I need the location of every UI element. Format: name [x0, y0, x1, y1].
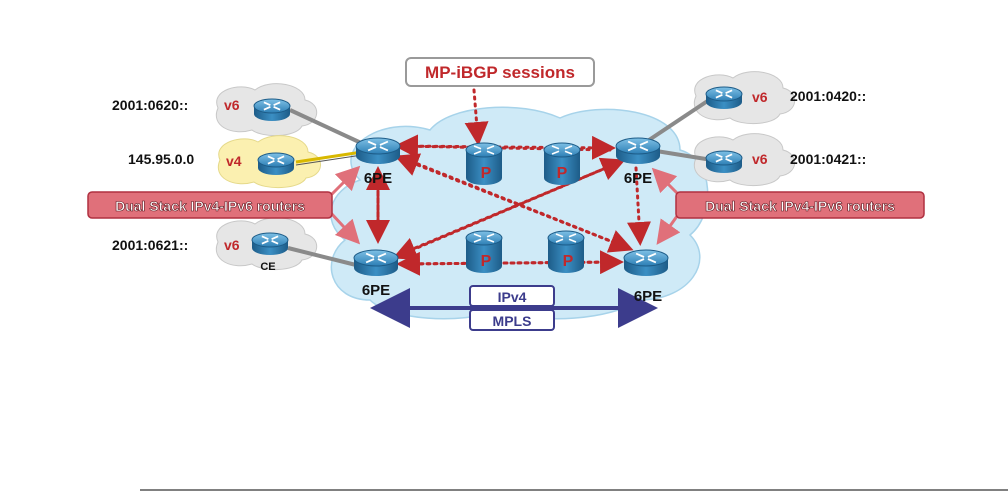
site-tag-left-top: v6 [224, 97, 240, 113]
dual-stack-arrow-left-bottom [328, 210, 361, 245]
ce-label: CE [260, 261, 275, 273]
site-cloud-right-top [693, 71, 796, 124]
site-tag-right-mid: v6 [752, 151, 768, 167]
site-tag-left-mid: v4 [226, 153, 242, 169]
site-tag-right-top: v6 [752, 89, 768, 105]
p-label-bottom-left: P [481, 253, 492, 270]
router-layer [251, 86, 743, 276]
pe-router-top-left [355, 137, 401, 164]
p-label-top-right: P [557, 165, 568, 182]
link-left-mid [295, 150, 363, 164]
p-label-bottom-right: P [563, 253, 574, 270]
p-router-top-right [543, 142, 581, 185]
mp-ibgp-sessions-label: MP-iBGP sessions [425, 63, 575, 82]
dual-stack-box-right [675, 191, 925, 219]
dual-stack-box-left [87, 191, 333, 219]
site-address-left-top: 2001:0620:: [112, 97, 188, 113]
ipv4-box [469, 285, 555, 307]
dual-stack-arrow-left-top [328, 165, 361, 198]
dual-stack-label-right: Dual Stack IPv4-IPv6 routers [705, 198, 895, 214]
ce-router-left-mid [257, 152, 295, 175]
dual-stack-arrow-right-top [651, 167, 682, 198]
site-address-right-top: 2001:0420:: [790, 88, 866, 104]
site-address-right-mid: 2001:0421:: [790, 151, 866, 167]
site-address-left-mid: 145.95.0.0 [128, 151, 194, 167]
p-router-bottom-left [465, 230, 503, 273]
link-right-top [644, 96, 714, 144]
pe-router-top-right [615, 137, 661, 164]
pe-label-bottom-right: 6PE [634, 288, 662, 305]
site-address-left-bottom: 2001:0621:: [112, 237, 188, 253]
mpls-box [469, 309, 555, 331]
dual-stack-label-left: Dual Stack IPv4-IPv6 routers [115, 198, 305, 214]
pe-router-bottom-left [353, 249, 399, 276]
mp-ibgp-sessions-box [405, 57, 595, 87]
p-label-top-left: P [481, 165, 492, 182]
pe-router-bottom-right [623, 249, 669, 276]
ce-router-right-mid [705, 150, 743, 173]
pe-label-bottom-left: 6PE [362, 282, 390, 299]
p-router-bottom-right [547, 230, 585, 273]
ce-router-left-top [253, 98, 291, 121]
link-left-mid-shadow [295, 154, 363, 166]
mpls-label: MPLS [493, 313, 532, 329]
ce-router-right-top [705, 86, 743, 109]
site-tag-left-bottom: v6 [224, 237, 240, 253]
p-router-top-left [465, 142, 503, 185]
link-right-mid [649, 148, 713, 162]
ce-router-left-bottom [251, 232, 289, 255]
pe-label-top-left: 6PE [364, 170, 392, 187]
link-left-bottom [287, 246, 361, 268]
link-left-top [289, 108, 373, 150]
pe-label-top-right: 6PE [624, 170, 652, 187]
ipv4-label: IPv4 [498, 289, 527, 305]
